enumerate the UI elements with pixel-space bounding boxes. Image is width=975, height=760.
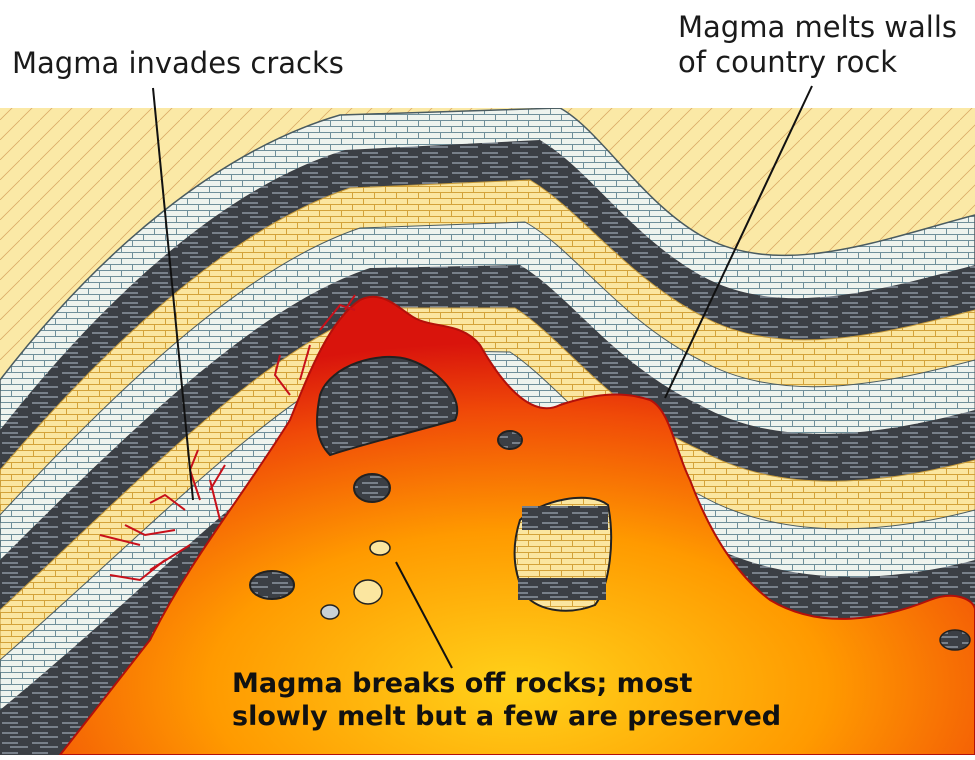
xenolith-small-5 (354, 580, 382, 604)
xenolith-small-6 (321, 605, 339, 619)
xenolith-small-3 (250, 571, 294, 599)
xenolith-small-4 (370, 541, 390, 555)
xenolith-layered-shale-top (522, 506, 608, 530)
xenolith-small-2 (498, 431, 522, 449)
label-magma-invades-cracks: Magma invades cracks (12, 46, 344, 81)
label-walls-line1: Magma melts walls (678, 10, 957, 45)
label-walls-line2: of country rock (678, 45, 957, 80)
label-magma-breaks-off-rocks: Magma breaks off rocks; most slowly melt… (232, 668, 781, 734)
label-magma-melts-walls: Magma melts walls of country rock (678, 10, 957, 81)
xenolith-small-1 (354, 474, 390, 502)
label-rocks-line1: Magma breaks off rocks; most (232, 668, 781, 701)
label-rocks-line2: slowly melt but a few are preserved (232, 701, 781, 734)
xenolith-small-7 (940, 630, 970, 650)
xenolith-layered-shale-bottom (518, 578, 606, 600)
